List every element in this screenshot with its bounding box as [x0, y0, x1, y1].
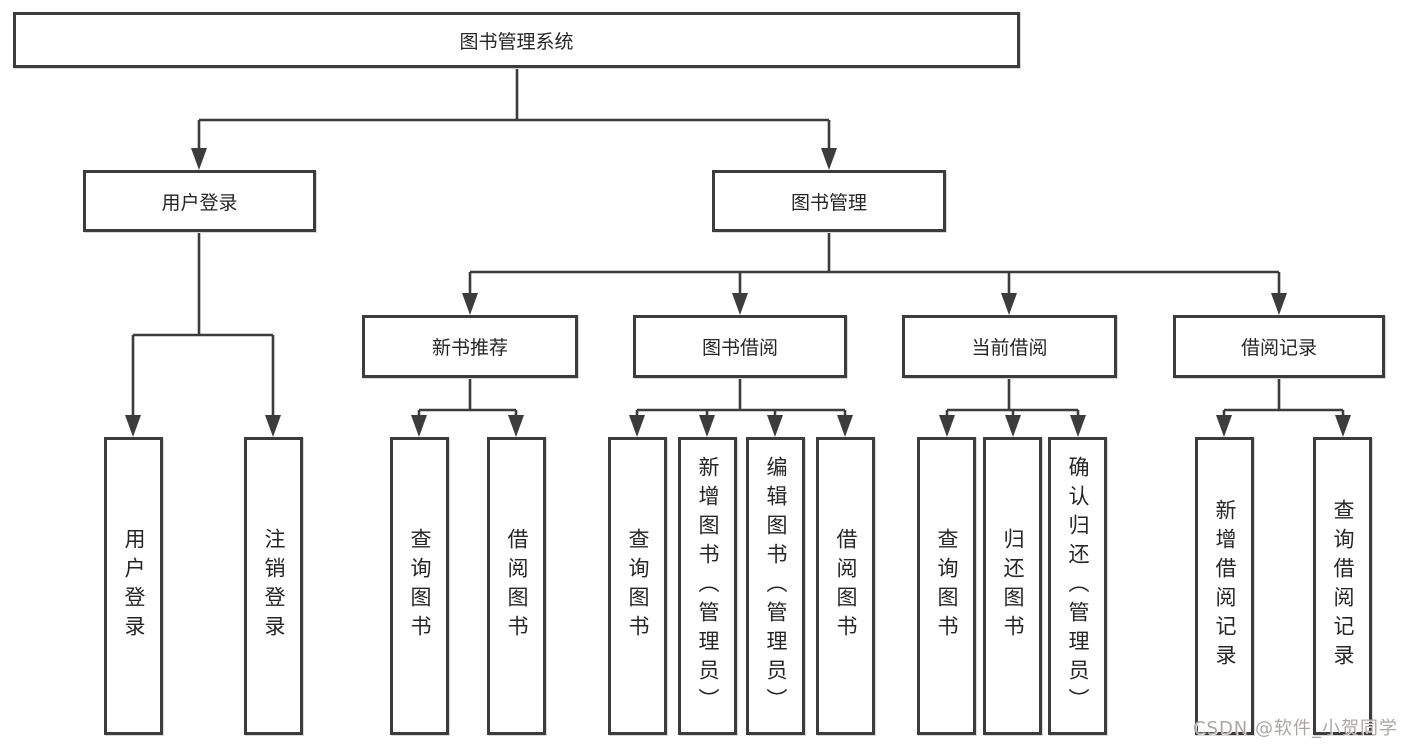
node-library-management-system: 图书管理系统: [13, 12, 1020, 68]
node-book-management: 图书管理: [712, 170, 946, 232]
leaf-query-books-recommend: 查询图书: [390, 437, 449, 735]
leaf-confirm-return-admin: 确认归还（管理员）: [1048, 437, 1107, 735]
leaf-logout: 注销登录: [244, 437, 303, 735]
leaf-label: 归还图书: [1001, 528, 1025, 644]
leaf-label: 查询图书: [408, 528, 432, 644]
leaf-add-borrow-record: 新增借阅记录: [1195, 437, 1254, 735]
leaf-label: 借阅图书: [505, 528, 529, 644]
leaf-label: 借阅图书: [834, 528, 858, 644]
node-user-login: 用户登录: [83, 170, 316, 232]
leaf-label: 查询借阅记录: [1331, 499, 1355, 673]
csdn-watermark: CSDN @软件_小贺同学: [1192, 718, 1398, 739]
leaf-label: 注销登录: [262, 528, 286, 644]
node-current-borrow: 当前借阅: [902, 315, 1117, 378]
leaf-add-book-admin: 新增图书（管理员）: [678, 437, 737, 735]
leaf-label: 编辑图书（管理员）: [764, 455, 788, 717]
leaf-query-books-current: 查询图书: [917, 437, 976, 735]
leaf-query-borrow-record: 查询借阅记录: [1313, 437, 1372, 735]
leaf-label: 确认归还（管理员）: [1066, 455, 1090, 717]
leaf-borrow-books-recommend: 借阅图书: [487, 437, 546, 735]
leaf-label: 查询图书: [626, 528, 650, 644]
leaf-label: 用户登录: [122, 528, 146, 644]
leaf-label: 新增图书（管理员）: [696, 455, 720, 717]
node-new-book-recommend: 新书推荐: [362, 315, 578, 378]
leaf-label: 查询图书: [935, 528, 959, 644]
leaf-borrow-books: 借阅图书: [816, 437, 875, 735]
leaf-user-login: 用户登录: [104, 437, 163, 735]
node-borrow-records: 借阅记录: [1173, 315, 1385, 378]
leaf-edit-book-admin: 编辑图书（管理员）: [746, 437, 805, 735]
leaf-label: 新增借阅记录: [1213, 499, 1237, 673]
node-book-borrow: 图书借阅: [633, 315, 847, 378]
arrowhead-icons: [125, 148, 1351, 437]
leaf-query-books-borrow: 查询图书: [608, 437, 667, 735]
leaf-return-book: 归还图书: [983, 437, 1042, 735]
